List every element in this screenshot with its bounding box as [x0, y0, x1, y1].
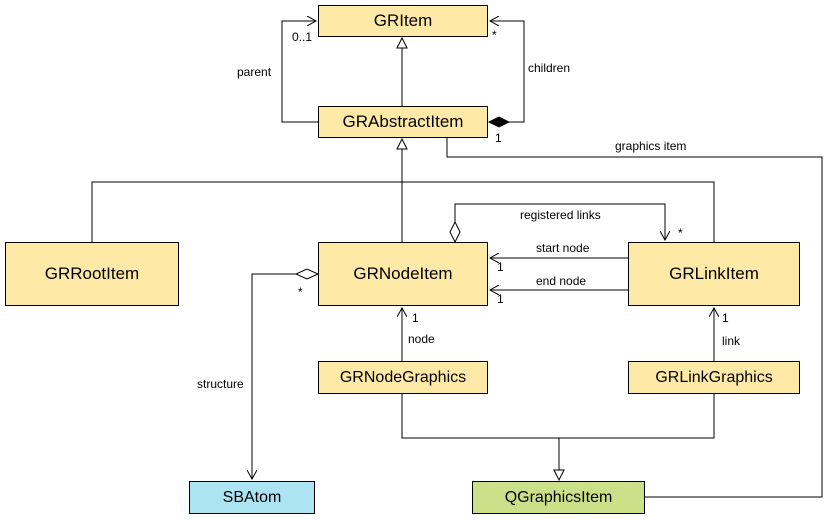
- class-qgraphicsitem: QGraphicsItem: [472, 481, 645, 514]
- label-node: node: [408, 332, 435, 346]
- multiplicity-parent: 0..1: [292, 30, 312, 44]
- class-grnodegraphics: GRNodeGraphics: [318, 361, 488, 394]
- multiplicity-children-whole: 1: [495, 131, 502, 145]
- label-end-node: end node: [536, 274, 586, 288]
- multiplicity-children: *: [492, 28, 497, 42]
- class-grabstractitem: GRAbstractItem: [318, 106, 488, 138]
- generalization-items-to-abstract: [91, 137, 715, 242]
- multiplicity-registered-links: *: [678, 226, 683, 240]
- label-structure: structure: [197, 377, 244, 391]
- association-graphics-item: [446, 138, 823, 498]
- aggregation-registered-links: [449, 203, 665, 244]
- multiplicity-start-node: 1: [497, 260, 504, 274]
- multiplicity-link: 1: [722, 311, 729, 325]
- label-children: children: [528, 61, 570, 75]
- class-gritem: GRItem: [318, 5, 488, 37]
- label-link: link: [722, 334, 741, 348]
- label-registered-links: registered links: [520, 208, 601, 222]
- class-grlinkitem: GRLinkItem: [628, 242, 800, 306]
- class-grnodeitem: GRNodeItem: [318, 242, 488, 306]
- multiplicity-node: 1: [412, 311, 419, 325]
- multiplicity-end-node: 1: [497, 292, 504, 306]
- class-grrootitem: GRRootItem: [5, 242, 179, 306]
- label-parent: parent: [237, 65, 272, 79]
- class-grlinkgraphics: GRLinkGraphics: [628, 361, 800, 394]
- generalization-graphics-to-qgraphicsitem: [401, 394, 715, 482]
- multiplicity-structure: *: [298, 285, 303, 299]
- aggregation-structure: [252, 268, 320, 479]
- label-graphics-item: graphics item: [615, 139, 686, 153]
- association-parent: [281, 21, 318, 123]
- composition-children: [487, 21, 525, 128]
- class-sbatom: SBAtom: [189, 481, 315, 514]
- label-start-node: start node: [536, 241, 590, 255]
- generalization-abstract-to-gritem: [396, 36, 408, 106]
